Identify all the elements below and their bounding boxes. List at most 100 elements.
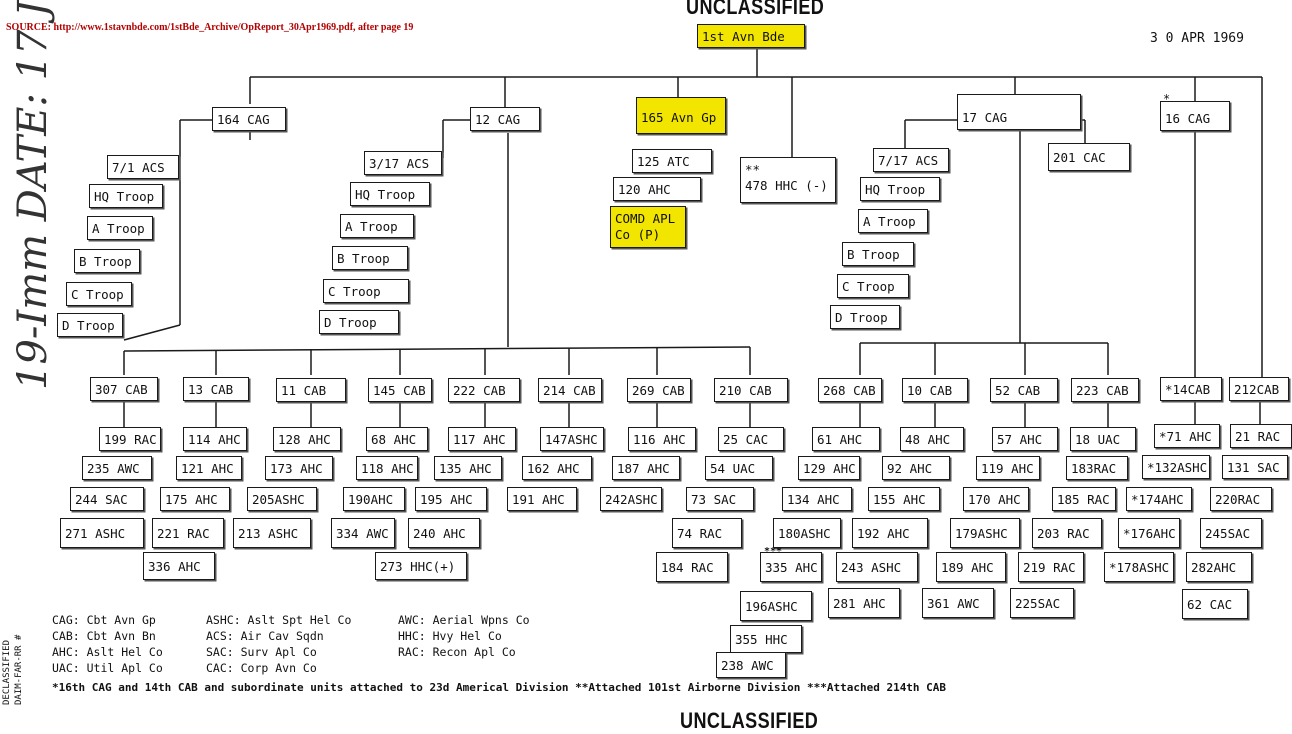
org-node-7-17-acs: 7/17 ACS [873,148,949,172]
org-node-1st-avn-bde: 1st Avn Bde [697,24,805,48]
org-node-214-cab: 214 CAB [538,378,602,402]
org-node-16-cag: 16 CAG [1160,101,1230,131]
org-node-192-ahc: 192 AHC [852,518,928,548]
org-node-92-ahc: 92 AHC [882,456,950,480]
org-node-117-ahc: 117 AHC [448,427,516,451]
org-node-195-ahc: 195 AHC [415,487,487,511]
org-node-3-17-b-troop: B Troop [332,246,408,270]
org-node-268-cab: 268 CAB [818,378,882,402]
org-node-71-ahc: *71 AHC [1154,424,1220,448]
org-node-116-ahc: 116 AHC [628,427,696,451]
org-node-203-rac: 203 RAC [1032,518,1102,548]
org-node-174-ahc: *174AHC [1126,487,1192,511]
org-node-7-17-a-troop: A Troop [858,209,928,233]
org-node-3-17-acs: 3/17 ACS [364,151,442,175]
org-node-173-ahc: 173 AHC [265,456,333,480]
org-node-13-cab: 13 CAB [183,377,249,401]
legend-entry: CAB: Cbt Avn Bn [52,629,156,643]
org-node-134-ahc: 134 AHC [782,487,852,511]
org-node-361-awc: 361 AWC [922,588,994,618]
org-node-68-ahc: 68 AHC [366,427,428,451]
org-node-129-ahc: 129 AHC [798,456,860,480]
org-node-222-cab: 222 CAB [448,378,520,402]
org-node-54-uac: 54 UAC [705,456,773,480]
16-cag-label: 16 CAG [1165,111,1211,126]
org-node-175-ahc: 175 AHC [160,487,230,511]
org-node-7-17-c-troop: C Troop [837,274,909,298]
org-node-212-cab: 212CAB [1229,377,1289,401]
org-node-3-17-hq-troop: HQ Troop [350,182,430,206]
org-node-57-ahc: 57 AHC [992,427,1058,451]
legend-entry: HHC: Hvy Hel Co [398,629,502,643]
footnote: *16th CAG and 14th CAB and subordinate u… [52,681,947,694]
org-node-7-1-acs: 7/1 ACS [107,155,179,179]
org-node-355-hhc: 355 HHC [730,625,802,653]
org-node-164-cag: 164 CAG [212,107,286,131]
org-node-3-17-d-troop: D Troop [319,310,399,334]
org-node-190-ahc: 190AHC [343,487,405,511]
org-node-273-hhc: 273 HHC(+) [375,552,467,580]
classification-bottom: UNCLASSIFIED [680,708,819,733]
legend-entry: AWC: Aerial Wpns Co [398,613,530,627]
org-node-145-cab: 145 CAB [368,378,432,402]
legend-entry: AHC: Aslt Hel Co [52,645,163,659]
org-node-191-ahc: 191 AHC [507,487,577,511]
org-node-118-ahc: 118 AHC [356,456,418,480]
16-cag-marker: * [1163,92,1171,106]
org-node-219-rac: 219 RAC [1018,552,1084,582]
legend-entry: CAG: Cbt Avn Gp [52,613,156,627]
legend-column-1: CAG: Cbt Avn Gp CAB: Cbt Avn Bn AHC: Asl… [52,612,163,676]
org-node-12-cag: 12 CAG [470,107,540,131]
org-node-162-ahc: 162 AHC [522,456,592,480]
org-node-7-17-d-troop: D Troop [830,305,900,329]
org-node-334-awc: 334 AWC [331,518,395,548]
org-node-7-1-hq-troop: HQ Troop [89,184,163,208]
org-node-245-sac: 245SAC [1200,518,1262,548]
org-node-14-cab: *14CAB [1160,377,1222,401]
legend-entry: SAC: Surv Apl Co [206,645,317,659]
org-node-132-ashc: *132ASHC [1142,455,1210,479]
org-node-17-cag: 17 CAG [957,94,1081,130]
org-node-11-cab: 11 CAB [276,378,346,402]
org-node-185-rac: 185 RAC [1052,487,1116,511]
org-node-120-ahc: 120 AHC [613,177,701,201]
org-node-18-uac: 18 UAC [1070,427,1136,451]
org-node-25-cac: 25 CAC [718,427,784,451]
org-node-61-ahc: 61 AHC [812,427,880,451]
org-node-178-ashc: *178ASHC [1104,552,1174,582]
org-node-3-17-a-troop: A Troop [340,214,414,238]
org-node-238-awc: 238 AWC [716,652,786,678]
legend-column-2: ASHC: Aslt Spt Hel Co ACS: Air Cav Sqdn … [206,612,351,676]
org-node-7-1-d-troop: D Troop [57,313,123,337]
source-citation: SOURCE: http://www.1stavnbde.com/1stBde_… [6,22,414,33]
org-node-225-sac: 225SAC [1010,588,1074,618]
org-node-221-rac: 221 RAC [152,518,224,548]
org-node-220-rac: 220RAC [1210,487,1272,511]
legend-entry: ASHC: Aslt Spt Hel Co [206,613,352,627]
org-node-48-ahc: 48 AHC [900,427,964,451]
org-node-183-rac: 183RAC [1066,456,1128,480]
org-node-comd-apl-co: COMD APL Co (P) [610,206,686,248]
org-node-74-rac: 74 RAC [672,518,742,548]
classification-top: UNCLASSIFIED [686,0,825,19]
org-node-165-avn-gp: 165 Avn Gp [636,97,726,134]
org-node-135-ahc: 135 AHC [434,456,502,480]
org-node-131-sac: 131 SAC [1222,455,1288,479]
org-node-244-sac: 244 SAC [70,487,144,511]
org-node-187-ahc: 187 AHC [612,456,680,480]
org-node-52-cab: 52 CAB [990,378,1058,402]
org-node-271-ashc: 271 ASHC [60,518,144,548]
org-node-3-17-c-troop: C Troop [323,279,409,303]
org-node-119-ahc: 119 AHC [976,456,1040,480]
authority-stamp: DAIM-FAR-RR # [14,634,24,705]
legend-entry: UAC: Util Apl Co [52,661,163,675]
org-node-125-atc: 125 ATC [632,149,712,173]
org-node-180-ashc: 180ASHC [773,518,841,548]
org-node-189-ahc: 189 AHC [936,552,1006,582]
handwritten-declassification-date: 19-Imm DATE: 17 June 1987 [10,0,56,390]
document-date: 3 0 APR 1969 [1150,31,1244,46]
org-node-7-1-b-troop: B Troop [74,249,140,273]
org-node-196-ashc: 196ASHC [740,591,812,621]
org-node-7-1-a-troop: A Troop [87,216,153,240]
